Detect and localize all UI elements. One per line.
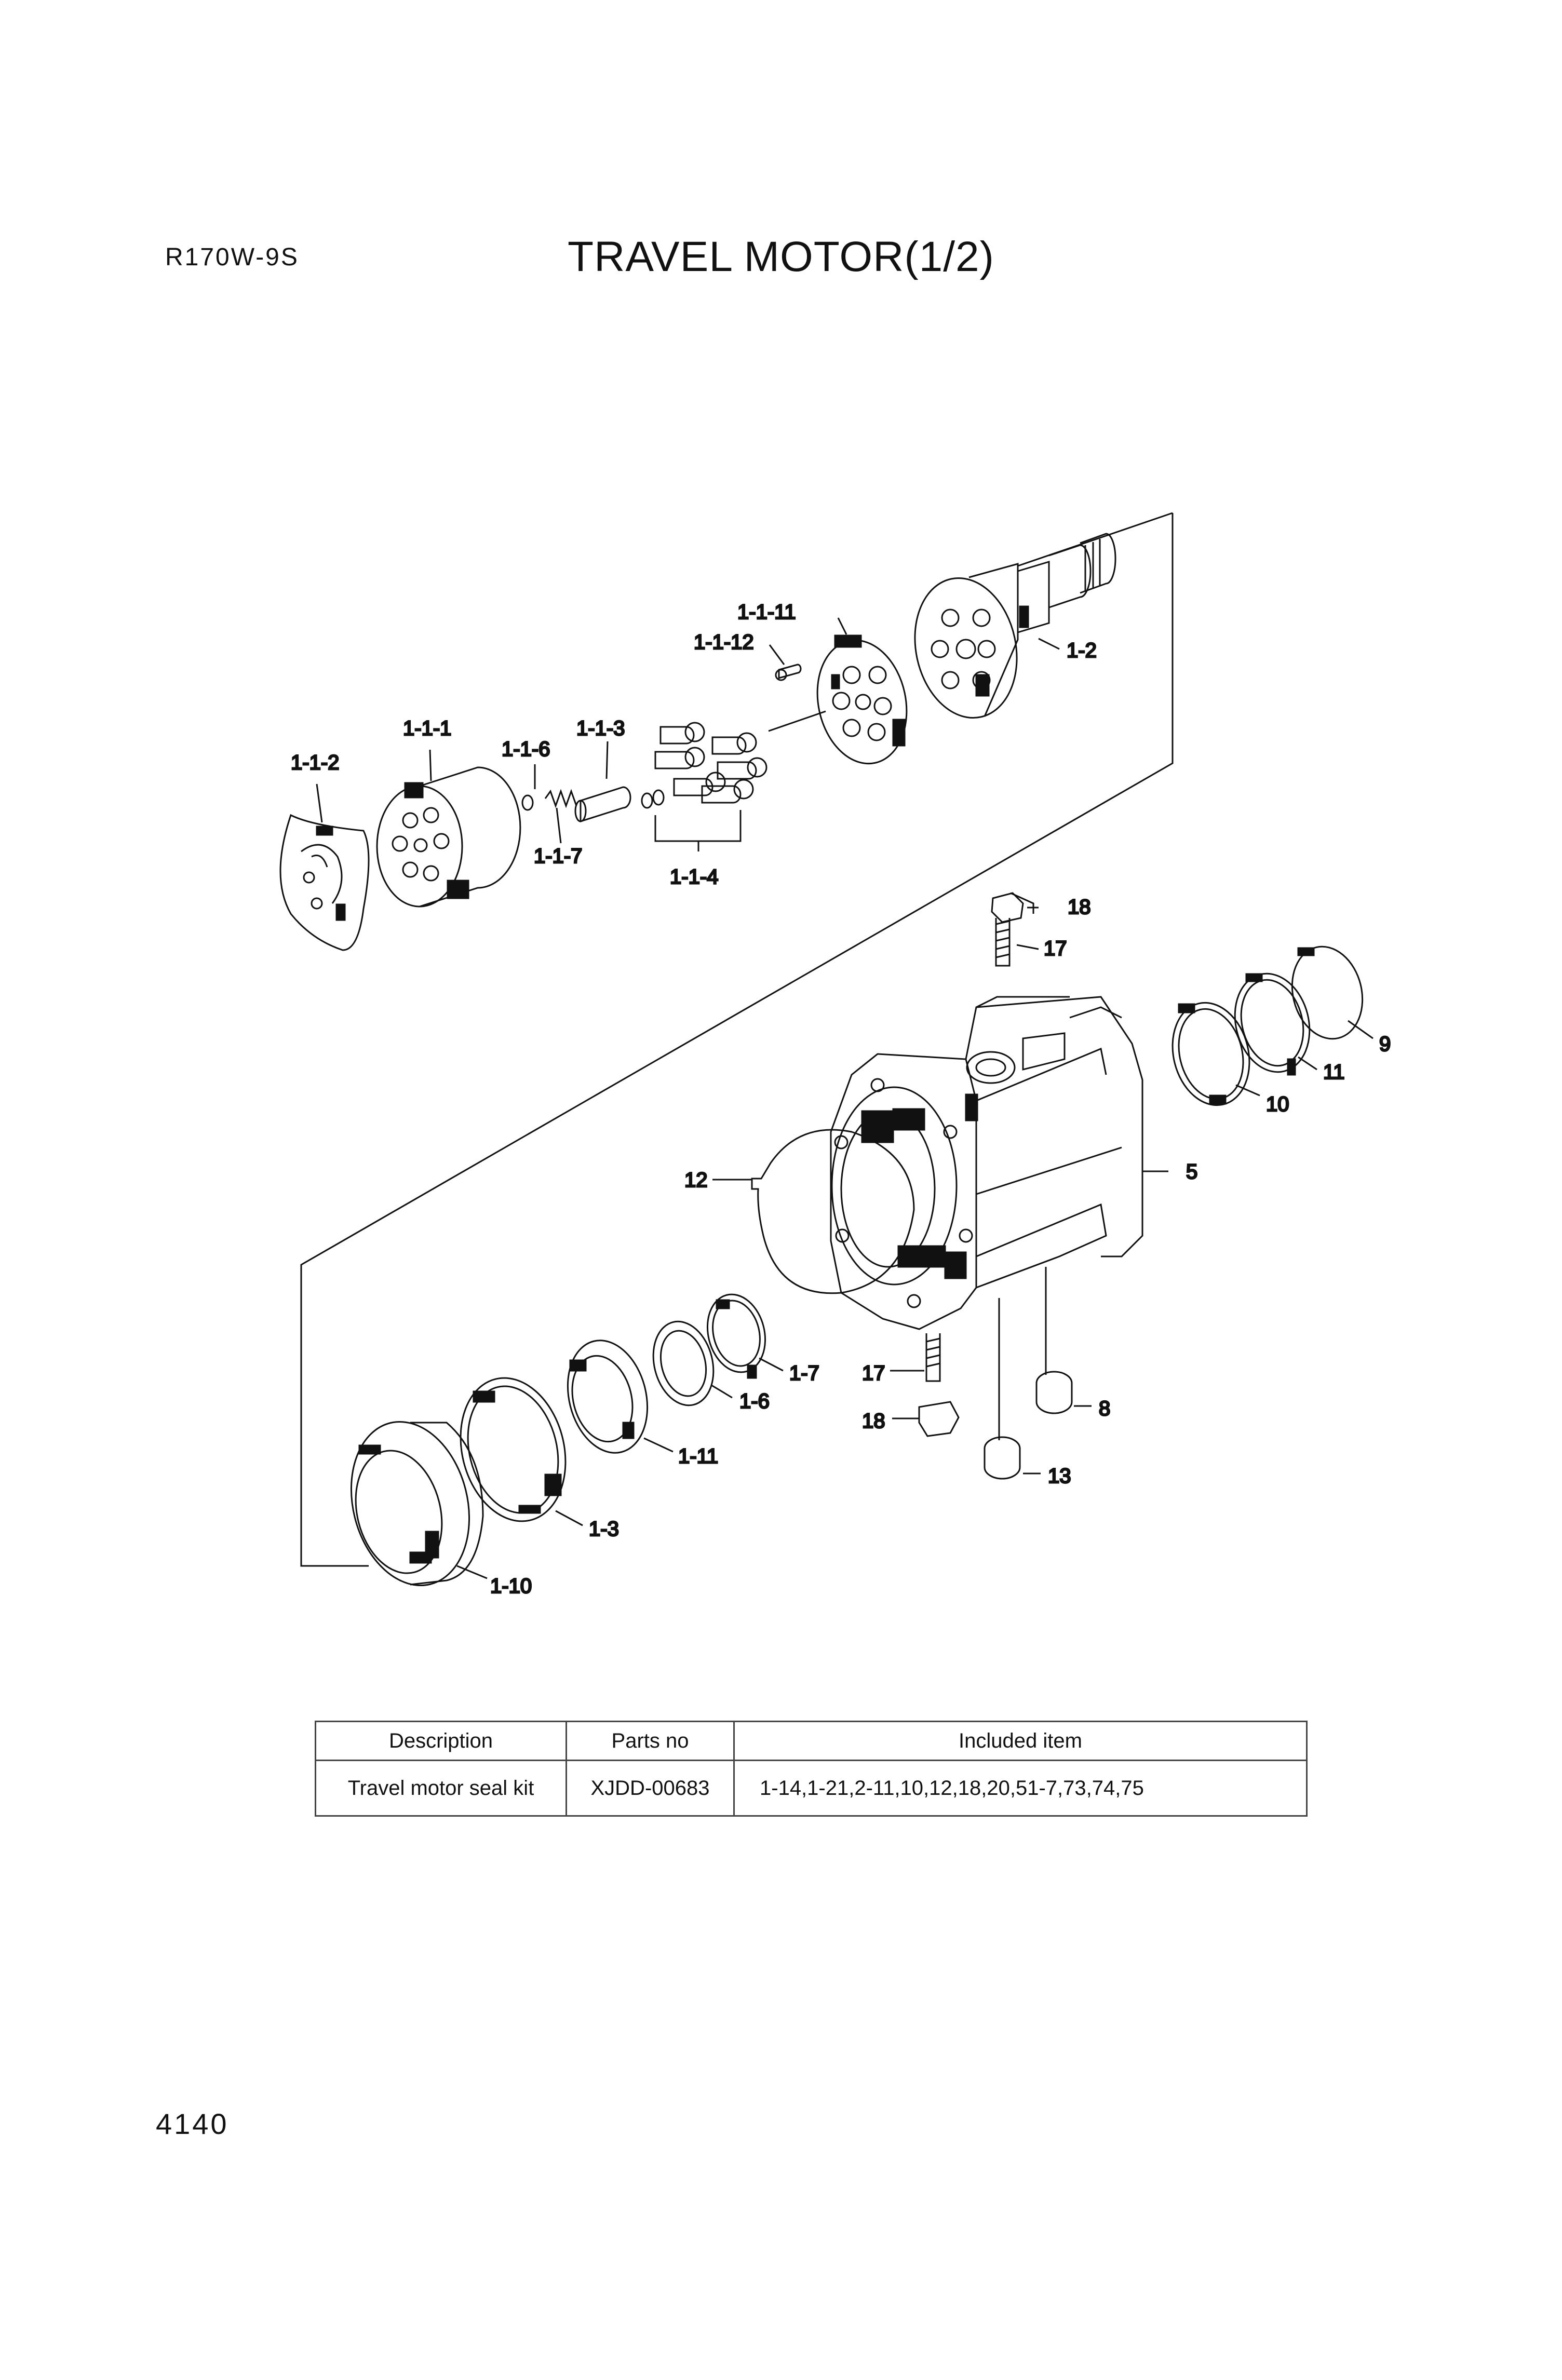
seal-kit-table: Description Parts no Included item Trave…	[315, 1721, 1308, 1817]
callout-13: 13	[1048, 1465, 1071, 1488]
callout-1-1-7: 1-1-7	[534, 845, 582, 868]
assembly-boundary	[300, 512, 1174, 1567]
callout-12: 12	[684, 1169, 708, 1192]
screw	[775, 664, 802, 681]
cylinder-barrel	[376, 766, 521, 908]
cell-description: Travel motor seal kit	[315, 1760, 567, 1817]
snap-rings	[1171, 945, 1364, 1106]
cell-parts-no: XJDD-00683	[565, 1760, 735, 1817]
valve-plate	[279, 814, 370, 951]
page-title: TRAVEL MOTOR(1/2)	[568, 233, 994, 280]
callout-1-7: 1-7	[789, 1362, 819, 1385]
column-header-description: Description	[315, 1721, 567, 1761]
callout-9: 9	[1379, 1033, 1391, 1056]
lower-parts	[350, 1267, 1073, 1587]
motor-housing	[830, 996, 1143, 1330]
table-row: Travel motor seal kit XJDD-00683 1-14,1-…	[315, 1760, 1308, 1817]
callout-5: 5	[1186, 1160, 1197, 1183]
callout-18-low: 18	[862, 1410, 885, 1432]
callout-1-1-1: 1-1-1	[403, 717, 451, 740]
callout-1-1-3: 1-1-3	[576, 717, 625, 740]
callout-1-1-4: 1-1-4	[670, 866, 718, 888]
callout-1-2: 1-2	[1067, 639, 1097, 662]
piston-assemblies	[641, 722, 767, 851]
callout-1-10: 1-10	[490, 1575, 532, 1598]
callout-1-1-2: 1-1-2	[291, 751, 339, 774]
callout-18-top: 18	[1068, 896, 1091, 918]
callout-11: 11	[1323, 1061, 1345, 1084]
callout-1-1-11: 1-1-11	[737, 601, 796, 624]
cell-included-item: 1-14,1-21,2-11,10,12,18,20,51-7,73,74,75	[733, 1760, 1308, 1817]
page-number: 4140	[156, 2107, 229, 2140]
callout-labels: 1-1-11 1-1-12 1-2 1-1-1 1-1-3 1-1-6 1-1-…	[290, 600, 1392, 1599]
callout-1-1-6: 1-1-6	[502, 738, 550, 761]
drive-shaft	[914, 533, 1116, 719]
callout-10: 10	[1266, 1093, 1289, 1116]
callout-8: 8	[1099, 1397, 1110, 1420]
callout-1-6: 1-6	[739, 1390, 770, 1413]
table-header-row: Description Parts no Included item	[315, 1721, 1308, 1761]
callout-1-3: 1-3	[589, 1518, 619, 1540]
leader-lines	[316, 617, 1374, 1579]
callout-17-low: 17	[862, 1362, 885, 1385]
model-code: R170W-9S	[165, 244, 299, 271]
spring-washer-pin	[521, 786, 631, 823]
top-bolt-and-cap	[991, 892, 1034, 967]
callout-1-1-12: 1-1-12	[694, 631, 754, 654]
o-ring	[751, 1129, 915, 1294]
callout-17-top: 17	[1044, 937, 1067, 960]
column-header-parts-no: Parts no	[565, 1721, 735, 1761]
column-header-included-item: Included item	[733, 1721, 1308, 1761]
retainer-plate	[768, 634, 908, 765]
callout-1-11: 1-11	[678, 1445, 718, 1468]
